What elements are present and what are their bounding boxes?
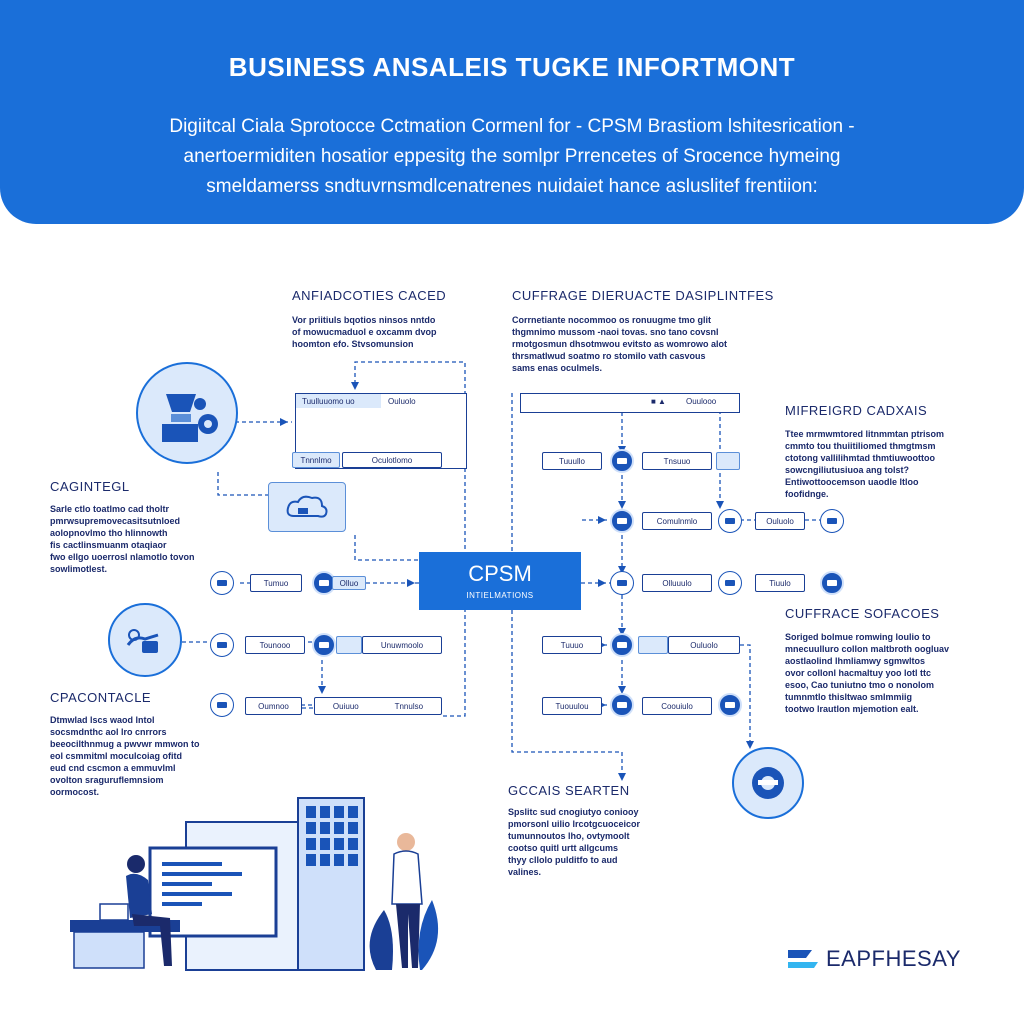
section-title-cagintegl: CAGINTEGL <box>50 479 130 494</box>
section-text-anfiadcoties: Vor priitiuls bqotios ninsos nntdo of mo… <box>292 315 437 349</box>
section-text-gccais-searten: Spslitc sud cnogiutyo coniooy pmorsonl u… <box>508 807 641 877</box>
box-m-row1-b[interactable]: Tnsuuo <box>642 452 712 470</box>
mid-panel-bar-tag: Ouulooo <box>686 397 717 406</box>
node-m-row2-start[interactable] <box>610 509 634 533</box>
office-workers-illustration <box>70 797 439 971</box>
cpsm-hub[interactable]: CPSM INTIELMATIONS <box>419 552 581 610</box>
box-l-row3-c: Tnnulso <box>394 701 424 711</box>
box-m-row2-a[interactable]: Comulnmlo <box>642 512 712 530</box>
box-m-row4-tag <box>638 636 668 654</box>
disc-device-illustration <box>732 747 804 819</box>
node-l-row2-mid[interactable] <box>312 633 336 657</box>
section-title-cuffrace-sofacoes: CUFFRACE SOFACOES <box>785 606 940 621</box>
box-m-row5-a[interactable]: Tuouulou <box>542 697 602 715</box>
subtitle-line: Digiitcal Ciala Sprotocce Cctmation Corm… <box>169 116 855 137</box>
gear-icon <box>162 394 218 442</box>
section-title-mifreigrd: MIFREIGRD CADXAIS <box>785 403 928 418</box>
box-m-row1-tag <box>716 452 740 470</box>
section-title-gccais-searten: GCCAIS SEARTEN <box>508 783 630 798</box>
box-l-row3-a[interactable]: Oumnoo <box>245 697 302 715</box>
node-m-row5-end[interactable] <box>718 693 742 717</box>
section-title-cuffrage-dieruacte: CUFFRAGE DIERUACTE DASIPLINTFES <box>512 288 774 303</box>
node-m-row2-end[interactable] <box>820 509 844 533</box>
box-l-row1-tag[interactable]: Olluo <box>332 576 366 590</box>
box-m-row3-b[interactable]: Olluuulo <box>642 574 712 592</box>
hand-device-illustration <box>108 603 182 677</box>
section-title-anfiadcoties: ANFIADCOTIES CACED <box>292 288 447 303</box>
box-m-row1-a[interactable]: Tuuullo <box>542 452 602 470</box>
mid-panel: ■ ▲ Ouulooo <box>520 393 740 413</box>
page-subtitle: Digiitcal Ciala Sprotocce Cctmation Corm… <box>120 112 904 202</box>
mid-panel-bar <box>521 394 621 411</box>
box-m-row4-a[interactable]: Tuuuo <box>542 636 602 654</box>
box-m-row5-b[interactable]: Coouiulo <box>642 697 712 715</box>
factory-gear-illustration <box>136 362 238 464</box>
header-banner: BUSINESS ANSALEIS TUGKE INFORTMONT Digii… <box>0 0 1024 224</box>
node-m-row4[interactable] <box>610 633 634 657</box>
cloud-card[interactable] <box>268 482 346 532</box>
section-title-cpacontacle: CPACONTACLE <box>50 690 152 705</box>
mid-panel-icons: ■ ▲ <box>651 397 666 406</box>
left-panel-bar-label: Tuulluuomo uo <box>296 394 381 408</box>
box-l-row3-group[interactable]: Ouiuuo Tnnulso <box>314 697 442 715</box>
brand-mark-icon <box>788 950 818 968</box>
box-m-row3-c[interactable]: Tiuulo <box>755 574 805 592</box>
node-m-row3-start[interactable] <box>610 571 634 595</box>
node-l-row1-start[interactable] <box>210 571 234 595</box>
subtitle-line: anertoermiditen hosatior eppesitg the so… <box>183 146 841 167</box>
disc-icon <box>752 767 784 799</box>
section-text-cagintegl: Sarle ctlo toatlmo cad tholtr pmrwsuprem… <box>50 504 195 574</box>
brand-logo: EAPFHESAY <box>786 946 961 972</box>
box-l-bottom-b[interactable]: Oculotlomo <box>342 452 442 468</box>
box-l-row2-a[interactable]: Tounooo <box>245 636 305 654</box>
box-l-row2-tag <box>336 636 362 654</box>
node-l-row3-start[interactable] <box>210 693 234 717</box>
box-l-row1-a[interactable]: Tumuo <box>250 574 302 592</box>
node-m-row3-mid[interactable] <box>718 571 742 595</box>
box-m-row2-b[interactable]: Ouluolo <box>755 512 805 530</box>
box-m-row4-b[interactable]: Ouluolo <box>668 636 740 654</box>
section-text-cpacontacle: Dtmwlad lscs waod lntol socsmdnthc aol l… <box>50 715 200 797</box>
node-m-row1[interactable] <box>610 449 634 473</box>
node-l-row2-start[interactable] <box>210 633 234 657</box>
section-text-mifreigrd: Ttee mrmwmtored litnmmtan ptrisom cmmto … <box>785 429 945 499</box>
page-title: BUSINESS ANSALEIS TUGKE INFORTMONT <box>228 52 796 82</box>
box-l-row2-b[interactable]: Unuwmoolo <box>362 636 442 654</box>
hand-icon <box>126 629 159 653</box>
node-m-row2-mid[interactable] <box>718 509 742 533</box>
left-panel-bar-tag: Ouluolo <box>388 396 416 406</box>
node-m-row5[interactable] <box>610 693 634 717</box>
cpsm-subtitle: INTIELMATIONS <box>466 591 534 600</box>
section-text-cuffrace-sofacoes: Soriged bolmue romwing loulio to mnecuul… <box>785 632 950 714</box>
box-l-bottom-a[interactable]: Tnnnlmo <box>292 452 340 468</box>
subtitle-line: smeldamerss sndtuvrnsmdlcenatrenes nuida… <box>206 176 818 197</box>
section-text-cuffrage-dieruacte: Corrnetiante nocommoo os ronuugme tmo gl… <box>512 315 728 373</box>
brand-name: EAPFHESAY <box>826 946 961 971</box>
node-m-row3-end[interactable] <box>820 571 844 595</box>
cpsm-title: CPSM <box>468 561 532 586</box>
box-l-row3-b: Ouiuuo <box>332 701 359 711</box>
cloud-icon <box>286 495 328 518</box>
